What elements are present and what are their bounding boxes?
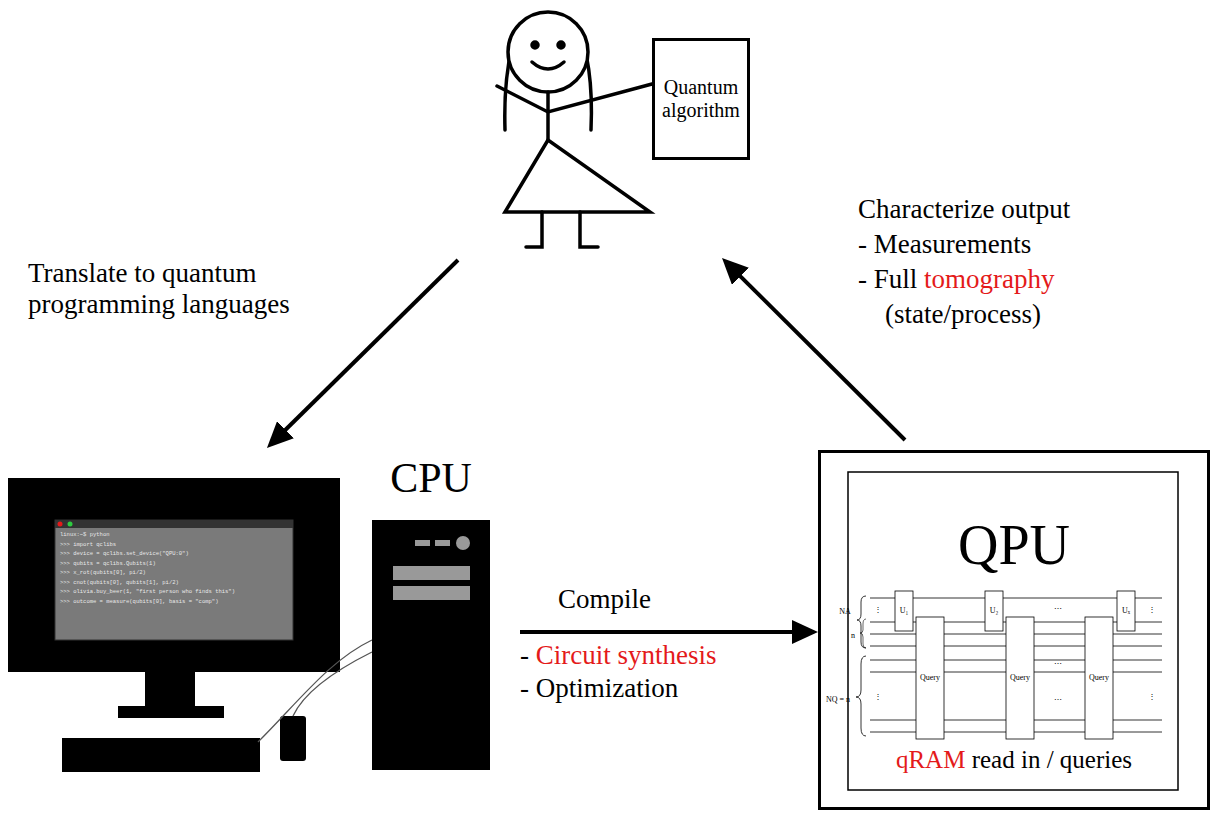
word: Circuit bbox=[536, 640, 611, 670]
register-label: n bbox=[851, 631, 855, 640]
ellipsis: ⋮ bbox=[874, 605, 882, 614]
power-button bbox=[456, 536, 470, 550]
ellipsis: ⋯ bbox=[1054, 659, 1062, 668]
cpu-label: CPU bbox=[372, 454, 490, 502]
gate-label: Query bbox=[920, 673, 940, 682]
unitary-gate bbox=[985, 591, 1003, 631]
edge-label: Compile bbox=[558, 584, 758, 615]
word: read bbox=[972, 746, 1015, 773]
qpu-title: QPU bbox=[821, 513, 1207, 577]
query-gate bbox=[1006, 617, 1034, 739]
eye bbox=[532, 42, 538, 48]
dress bbox=[505, 140, 650, 212]
query-gate bbox=[916, 617, 944, 739]
terminal-line: linux:~$ python bbox=[60, 532, 110, 538]
screen bbox=[55, 520, 293, 640]
output-step: - Measurements bbox=[858, 229, 1031, 260]
ellipsis: ⋮ bbox=[1148, 692, 1156, 701]
gate-label: U₂ bbox=[990, 606, 999, 615]
body bbox=[546, 92, 550, 140]
register-label: NQ = n bbox=[826, 695, 850, 704]
word: tomography bbox=[924, 264, 1054, 294]
terminal-line: >>> cnot(qubits[0], qubits[1], pi/2) bbox=[60, 580, 179, 586]
query-gate bbox=[1085, 617, 1113, 739]
ellipsis: ⋯ bbox=[1054, 695, 1062, 704]
monitor-base bbox=[118, 706, 224, 718]
word: - bbox=[520, 640, 529, 670]
terminal-line: >>> x_rot(qubits[0], pi/2) bbox=[60, 570, 146, 576]
word: Full bbox=[874, 264, 918, 294]
output-step: (state/process) bbox=[885, 299, 1041, 330]
gate-label: Query bbox=[1089, 673, 1109, 682]
compile-step: - Circuit synthesis bbox=[520, 640, 717, 671]
flow-arrow bbox=[274, 260, 458, 441]
head bbox=[508, 12, 588, 92]
cpu-tower bbox=[372, 520, 490, 770]
output-step: - Full tomography bbox=[858, 264, 1055, 295]
terminal-line: >>> outcome = measure(qubits[0], basis =… bbox=[60, 599, 218, 605]
eye bbox=[558, 42, 564, 48]
smile bbox=[532, 62, 564, 69]
gate-label: Query bbox=[1010, 673, 1030, 682]
ellipsis: ⋮ bbox=[874, 692, 882, 701]
brace bbox=[860, 619, 866, 648]
tower-button bbox=[435, 540, 450, 546]
word: qRAM bbox=[896, 746, 965, 773]
word: in bbox=[1021, 746, 1040, 773]
window-dot bbox=[58, 522, 63, 527]
mouse bbox=[280, 716, 306, 761]
word: synthesis bbox=[618, 640, 717, 670]
arms bbox=[497, 84, 652, 112]
ellipsis: ⋯ bbox=[1054, 604, 1062, 613]
monitor bbox=[8, 478, 340, 672]
terminal-line: >>> qubits = qclibs.Qubits(1) bbox=[60, 561, 156, 567]
register-label: NA bbox=[839, 607, 851, 616]
cable bbox=[293, 652, 372, 716]
window-bar bbox=[55, 520, 293, 528]
compile-step: - Optimization bbox=[520, 673, 678, 704]
ellipsis: ⋮ bbox=[1148, 605, 1156, 614]
algorithm-box: Quantum algorithm bbox=[652, 38, 750, 160]
word: / bbox=[1047, 746, 1054, 773]
edge-label: Translate to quantum programming languag… bbox=[28, 258, 398, 320]
brace bbox=[857, 596, 866, 648]
keyboard bbox=[62, 738, 260, 772]
leg bbox=[526, 212, 542, 247]
drive-bay bbox=[393, 586, 470, 600]
qpu-box: QPU qRAM read in / queries bbox=[818, 450, 1210, 810]
word: queries bbox=[1060, 746, 1132, 773]
terminal-line: >>> olivia.buy_beer(1, "first person who… bbox=[60, 589, 235, 595]
stick-figure bbox=[497, 12, 652, 247]
unitary-gate bbox=[1117, 591, 1135, 631]
terminal-line: >>> import qclibs bbox=[60, 542, 116, 548]
qram-note: qRAM read in / queries bbox=[821, 746, 1207, 775]
unitary-gate bbox=[895, 591, 913, 631]
word: - bbox=[858, 264, 867, 294]
flow-arrow bbox=[520, 630, 808, 634]
gates bbox=[895, 591, 1135, 739]
gate-label: Uₓ bbox=[1122, 606, 1130, 615]
computer bbox=[8, 478, 490, 772]
tower-button bbox=[415, 540, 430, 546]
edge-label: Characterize output bbox=[858, 194, 1178, 225]
leg bbox=[580, 212, 598, 247]
brace bbox=[856, 656, 866, 736]
computer: CPU bbox=[8, 448, 492, 774]
terminal-line: >>> device = qclibs.set_device("QPU:0") bbox=[60, 551, 189, 557]
drive-bay bbox=[393, 566, 470, 580]
box-title: Quantum algorithm bbox=[659, 76, 743, 122]
window-dot bbox=[68, 522, 73, 527]
gate-label: U₁ bbox=[900, 606, 909, 615]
monitor-neck bbox=[145, 672, 195, 710]
cable bbox=[258, 640, 372, 742]
